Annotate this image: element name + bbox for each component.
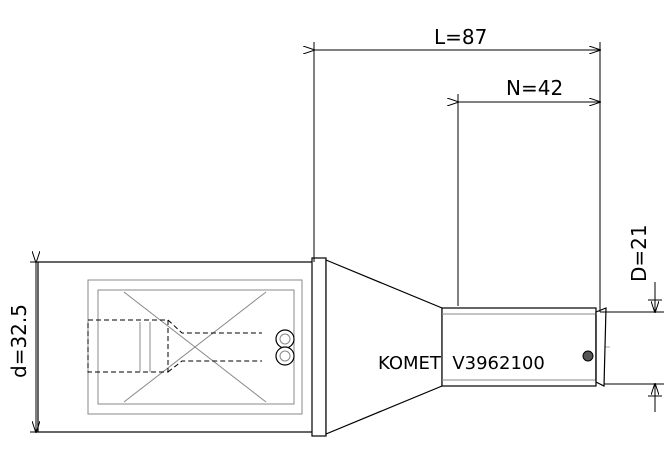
drill-tip [582,307,607,387]
neck-length-label: N=42 [506,76,563,100]
dim-drill-diameter: D=21 [600,224,664,412]
dim-shank-diameter: d=32.5 [7,262,312,432]
tool-marking: KOMET V3962100 [378,353,545,374]
shank-diameter-label: d=32.5 [7,304,31,378]
coolant-hole-icon [582,350,594,362]
drill-body [441,307,597,387]
cone-section [311,257,443,437]
shank [37,261,315,433]
dim-neck-length: N=42 [458,76,600,306]
dim-total-length: L=87 [314,25,600,312]
total-length-label: L=87 [434,25,487,49]
drill-diameter-label: D=21 [627,224,651,282]
